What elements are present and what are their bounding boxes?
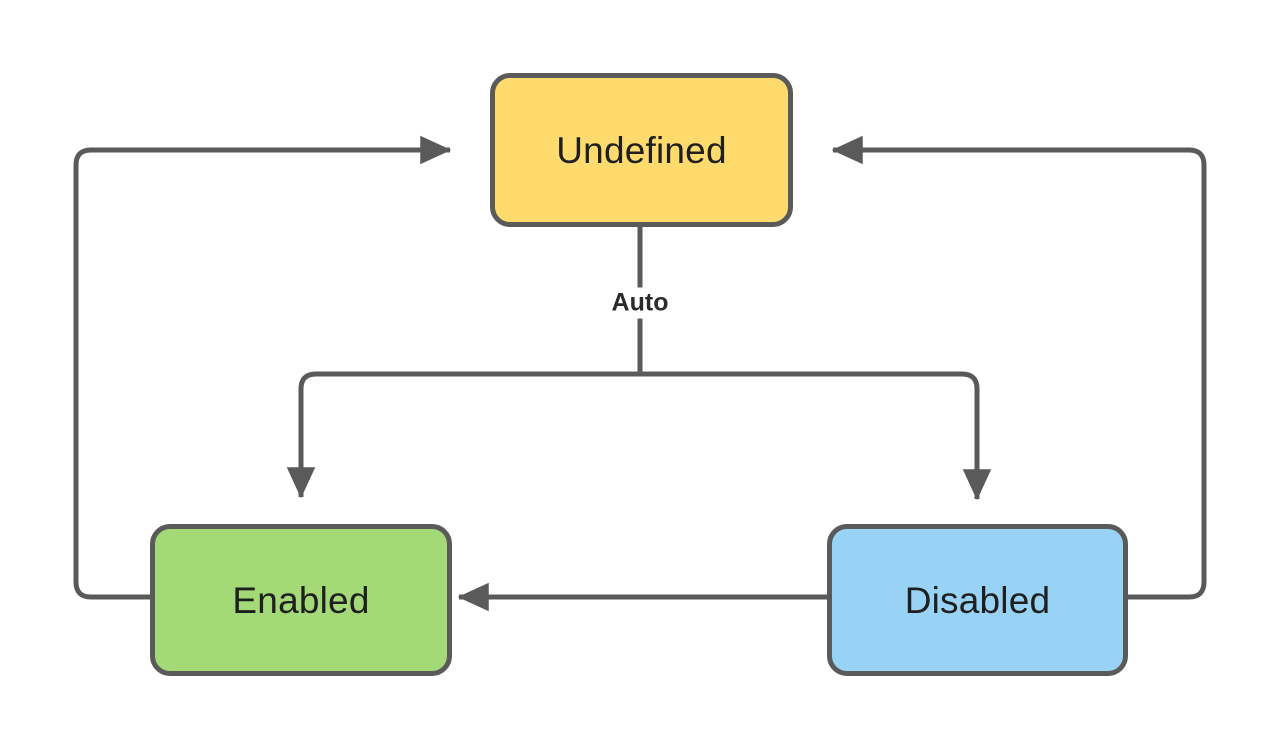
state-node-undefined[interactable]: Undefined xyxy=(490,73,793,227)
state-node-undefined-label: Undefined xyxy=(556,129,727,171)
state-node-disabled[interactable]: Disabled xyxy=(827,524,1128,676)
state-node-enabled[interactable]: Enabled xyxy=(150,524,452,676)
edge-fork-to-enabled xyxy=(286,371,640,499)
edge-fork-to-disabled xyxy=(640,371,992,501)
state-node-disabled-label: Disabled xyxy=(904,579,1051,621)
edge-label-auto: Auto xyxy=(602,287,678,319)
edge-enabled-to-undefined xyxy=(73,135,452,600)
state-node-enabled-label: Enabled xyxy=(232,579,370,621)
edge-disabled-to-undefined xyxy=(831,135,1207,600)
